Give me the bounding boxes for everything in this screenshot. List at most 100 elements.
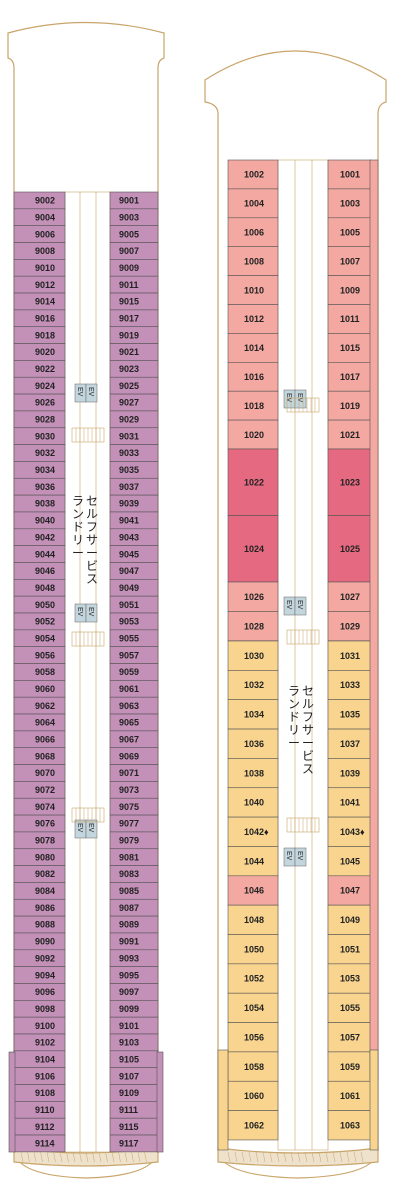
deck10-cabin-1051[interactable]: 1051 [327,934,372,965]
deck9-cabin-9114[interactable]: 9114 [13,1134,66,1153]
deck9-cabin-9097[interactable]: 9097 [109,983,159,1001]
deck10-cabin-1015[interactable]: 1015 [327,333,372,363]
deck10-cabin-1016[interactable]: 1016 [227,361,279,392]
deck9-cabin-9001[interactable]: 9001 [109,191,159,210]
deck10-cabin-1063[interactable]: 1063 [327,1110,372,1141]
deck10-cabin-1030[interactable]: 1030 [227,640,279,671]
deck10-cabin-1021[interactable]: 1021 [327,419,372,450]
deck9-cabin-9003[interactable]: 9003 [109,208,159,226]
deck9-cabin-9098[interactable]: 9098 [13,1000,66,1018]
deck9-cabin-9108[interactable]: 9108 [13,1084,66,1102]
deck9-cabin-9020[interactable]: 9020 [13,343,66,361]
deck9-cabin-9055[interactable]: 9055 [109,629,159,647]
deck9-cabin-9104[interactable]: 9104 [13,1050,66,1068]
deck10-cabin-1009[interactable]: 1009 [327,275,372,305]
deck9-cabin-9084[interactable]: 9084 [13,882,66,900]
deck9-cabin-9086[interactable]: 9086 [13,898,66,917]
deck9-cabin-9065[interactable]: 9065 [109,713,159,732]
deck10-cabin-1005[interactable]: 1005 [327,217,372,248]
deck10-cabin-1034[interactable]: 1034 [227,699,279,730]
deck9-cabin-9032[interactable]: 9032 [13,444,66,462]
deck9-cabin-9059[interactable]: 9059 [109,663,159,681]
deck10-cabin-1019[interactable]: 1019 [327,390,372,421]
deck9-cabin-9077[interactable]: 9077 [109,814,159,833]
deck10-cabin-1023[interactable]: 1023 [327,448,372,516]
deck9-cabin-9078[interactable]: 9078 [13,831,66,850]
deck9-cabin-9034[interactable]: 9034 [13,461,66,479]
deck9-cabin-9054[interactable]: 9054 [13,629,66,647]
deck10-cabin-1043[interactable]: 1043♦ [327,816,372,847]
deck9-cabin-9009[interactable]: 9009 [109,259,159,277]
deck10-cabin-1008[interactable]: 1008 [227,246,279,276]
deck9-cabin-9025[interactable]: 9025 [109,376,159,395]
deck9-cabin-9075[interactable]: 9075 [109,797,159,816]
deck9-cabin-9095[interactable]: 9095 [109,966,159,984]
deck9-cabin-9015[interactable]: 9015 [109,292,159,311]
deck9-cabin-9110[interactable]: 9110 [13,1101,66,1119]
deck9-cabin-9004[interactable]: 9004 [13,208,66,226]
deck9-cabin-9052[interactable]: 9052 [13,612,66,631]
deck10-cabin-1058[interactable]: 1058 [227,1051,279,1082]
deck9-cabin-9109[interactable]: 9109 [109,1084,159,1102]
deck10-cabin-1041[interactable]: 1041 [327,787,372,818]
deck9-cabin-9044[interactable]: 9044 [13,545,66,563]
deck10-cabin-1040[interactable]: 1040 [227,787,279,818]
deck9-cabin-9050[interactable]: 9050 [13,595,66,614]
deck10-cabin-1062[interactable]: 1062 [227,1110,279,1141]
deck9-cabin-9061[interactable]: 9061 [109,680,159,698]
deck9-cabin-9016[interactable]: 9016 [13,309,66,328]
deck9-cabin-9072[interactable]: 9072 [13,781,66,799]
deck10-cabin-1024[interactable]: 1024 [227,515,279,583]
deck10-cabin-1025[interactable]: 1025 [327,515,372,583]
deck9-cabin-9066[interactable]: 9066 [13,730,66,749]
deck10-cabin-1033[interactable]: 1033 [327,670,372,700]
deck9-cabin-9022[interactable]: 9022 [13,360,66,378]
deck9-cabin-9021[interactable]: 9021 [109,343,159,361]
deck9-cabin-9051[interactable]: 9051 [109,595,159,614]
deck10-cabin-1057[interactable]: 1057 [327,1022,372,1053]
deck9-cabin-9088[interactable]: 9088 [13,915,66,934]
deck9-cabin-9010[interactable]: 9010 [13,259,66,277]
deck10-cabin-1014[interactable]: 1014 [227,333,279,363]
deck9-cabin-9089[interactable]: 9089 [109,915,159,934]
deck10-cabin-1011[interactable]: 1011 [327,304,372,334]
deck9-cabin-9105[interactable]: 9105 [109,1050,159,1068]
deck9-cabin-9038[interactable]: 9038 [13,494,66,513]
deck9-cabin-9073[interactable]: 9073 [109,781,159,799]
deck10-cabin-1022[interactable]: 1022 [227,448,279,516]
deck9-cabin-9099[interactable]: 9099 [109,1000,159,1018]
deck9-cabin-9040[interactable]: 9040 [13,511,66,530]
deck10-cabin-1039[interactable]: 1039 [327,758,372,789]
deck10-cabin-1004[interactable]: 1004 [227,188,279,219]
deck10-cabin-1059[interactable]: 1059 [327,1051,372,1082]
deck9-cabin-9096[interactable]: 9096 [13,983,66,1001]
deck9-cabin-9014[interactable]: 9014 [13,292,66,311]
deck9-cabin-9106[interactable]: 9106 [13,1067,66,1085]
deck10-cabin-1055[interactable]: 1055 [327,992,372,1023]
deck10-cabin-1038[interactable]: 1038 [227,758,279,789]
deck9-cabin-9049[interactable]: 9049 [109,579,159,597]
deck9-cabin-9036[interactable]: 9036 [13,477,66,496]
deck9-cabin-9080[interactable]: 9080 [13,848,66,866]
deck10-cabin-1002[interactable]: 1002 [227,159,279,190]
deck9-cabin-9045[interactable]: 9045 [109,545,159,563]
deck10-cabin-1049[interactable]: 1049 [327,904,372,935]
deck10-cabin-1020[interactable]: 1020 [227,419,279,450]
deck9-cabin-9117[interactable]: 9117 [109,1134,159,1153]
deck10-cabin-1036[interactable]: 1036 [227,728,279,759]
deck9-cabin-9006[interactable]: 9006 [13,225,66,243]
deck10-cabin-1044[interactable]: 1044 [227,846,279,877]
deck10-cabin-1045[interactable]: 1045 [327,846,372,877]
deck9-cabin-9068[interactable]: 9068 [13,747,66,765]
deck9-cabin-9057[interactable]: 9057 [109,646,159,664]
deck9-cabin-9060[interactable]: 9060 [13,680,66,698]
deck9-cabin-9047[interactable]: 9047 [109,562,159,580]
deck9-cabin-9033[interactable]: 9033 [109,444,159,462]
deck9-cabin-9048[interactable]: 9048 [13,579,66,597]
deck9-cabin-9023[interactable]: 9023 [109,360,159,378]
deck10-cabin-1007[interactable]: 1007 [327,246,372,276]
deck9-cabin-9041[interactable]: 9041 [109,511,159,530]
deck10-cabin-1042[interactable]: 1042♦ [227,816,279,847]
deck10-cabin-1027[interactable]: 1027 [327,581,372,612]
deck10-cabin-1026[interactable]: 1026 [227,581,279,612]
